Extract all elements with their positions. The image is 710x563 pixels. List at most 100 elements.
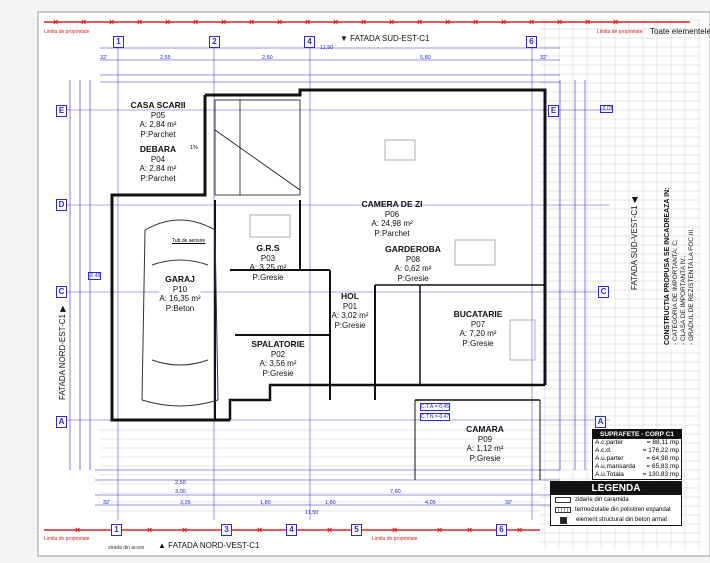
axis-bottom-5: 5 <box>351 524 362 536</box>
property-marker-icon: × <box>437 525 442 535</box>
axis-left-A: A <box>56 416 67 428</box>
room-area: A: 7,20 m² <box>459 329 497 338</box>
axis-left-C: C <box>56 286 67 298</box>
property-marker-icon: × <box>613 17 618 27</box>
dim-bottom: 3,00 <box>175 489 186 495</box>
dim-bottom: 7,60 <box>390 489 401 495</box>
legend-item: element structural din beton armat <box>551 515 681 525</box>
classification-note: CONSTRUCTIA PROPUSA SE INCADREAZA IN: - … <box>664 187 696 345</box>
room-name: G.R.S <box>256 243 280 253</box>
dim-bottom: 1,80 <box>260 500 271 506</box>
property-marker-icon: × <box>137 17 142 27</box>
room-area: A: 2,84 m² <box>139 164 177 173</box>
property-marker-icon: × <box>501 17 506 27</box>
axis-right-A: A <box>595 416 606 428</box>
facade-label-bottom: ▲ FATADA NORD-VEST-C1 <box>158 541 260 550</box>
room-name: CASA SCARII <box>130 100 186 110</box>
room-code: P04 <box>150 154 166 164</box>
row-label: A.u.mansarda <box>595 463 636 470</box>
insulation-swatch <box>555 507 571 513</box>
row-label: A.c.d. <box>595 447 612 454</box>
note-line: - CLASA DE IMPORTANTA IV.; <box>680 255 687 345</box>
property-marker-icon: × <box>305 17 310 27</box>
property-limit-label: Limita de proprietate <box>372 536 418 542</box>
legend-label: zidarie din caramida <box>575 497 629 503</box>
surfaces-row: A.c.d. = 176,22 mp <box>593 447 681 455</box>
surfaces-table: SUPRAFETE - CORP C1 A.c.parter= 88,11 mp… <box>592 429 682 480</box>
room-name: DEBARA <box>139 144 177 154</box>
room-area: A: 3,02 m² <box>331 311 369 320</box>
property-marker-icon: × <box>109 17 114 27</box>
note-line: - GRADUL DE REZISTENTA LA FOC III. <box>688 227 695 345</box>
property-marker-icon: × <box>417 17 422 27</box>
property-marker-icon: × <box>392 525 397 535</box>
room-code: P06 <box>384 209 400 219</box>
car-symbol <box>141 219 219 407</box>
dimension-lines <box>60 47 610 520</box>
legend-label: element structural din beton armat <box>576 517 668 523</box>
property-marker-icon: × <box>361 17 366 27</box>
room-code: P08 <box>405 254 421 264</box>
property-marker-icon: × <box>333 17 338 27</box>
room-code: P01 <box>342 301 358 311</box>
note-line: - CATEGORIA DE IMPORTANTA: C; <box>672 239 679 345</box>
dim-bottom: 1,80 <box>325 500 336 506</box>
property-marker-icon: × <box>81 17 86 27</box>
room-code: P10 <box>172 284 188 294</box>
room-code: P05 <box>150 110 166 120</box>
legend-item: zidarie din caramida <box>551 495 681 505</box>
row-value: = 88,11 mp <box>646 439 679 446</box>
concrete-element-swatch <box>560 516 567 524</box>
room-floor: P:Gresie <box>262 368 294 378</box>
axis-top-2: 2 <box>209 36 220 48</box>
room-area: A: 16,35 m² <box>159 294 201 303</box>
room-name: CAMARA <box>466 424 504 434</box>
property-marker-icon: × <box>517 525 522 535</box>
room-code: P03 <box>260 253 276 263</box>
room-name: SPALATORIE <box>251 339 305 349</box>
cta-tag: C.T.A.=-0,45 <box>420 403 450 411</box>
property-marker-icon: × <box>473 17 478 27</box>
axis-bottom-1: 1 <box>111 524 122 536</box>
facade-top-text: FATADA SUD-EST-C1 <box>350 34 430 43</box>
legend-label: termoizolatie din polistiren expandat <box>575 507 671 513</box>
room-name: GARDEROBA <box>385 244 441 254</box>
dim-top: 2,50 <box>262 55 273 61</box>
surfaces-row: A.u.Totala= 130,83 mp <box>593 471 681 479</box>
axis-top-4: 4 <box>304 36 315 48</box>
property-limit-label: Limita de proprietate <box>597 29 643 35</box>
ctn-tag: C.T.N.=-0,47 <box>420 413 451 421</box>
property-marker-icon: × <box>467 525 472 535</box>
axis-right-E: E <box>548 105 559 117</box>
room-area: A: 3,25 m² <box>249 263 287 272</box>
legend-title: LEGENDA <box>551 482 681 495</box>
furniture <box>249 139 536 361</box>
room-floor: P:Gresie <box>462 338 494 348</box>
dim-bottom: 3,25 <box>180 500 191 506</box>
property-marker-icon: × <box>529 17 534 27</box>
level-tag: -0,45 <box>88 272 102 280</box>
axis-left-D: D <box>56 199 67 211</box>
property-marker-icon: × <box>193 17 198 27</box>
room-name: CAMERA DE ZI <box>361 199 423 209</box>
room-floor: P:Gresie <box>252 272 284 282</box>
property-marker-icon: × <box>75 525 80 535</box>
property-marker-icon: × <box>147 525 152 535</box>
room-floor: P:Parchet <box>140 173 176 183</box>
axis-top-6: 6 <box>526 36 537 48</box>
facade-label-right: FATADA SUD-VEST-C1 ◀ <box>630 197 639 290</box>
dim-top: 5,80 <box>420 55 431 61</box>
property-limit-label: Limita de proprietate <box>44 536 90 542</box>
dim-bottom: 32' <box>505 500 513 506</box>
note-title: CONSTRUCTIA PROPUSA SE INCADREAZA IN: <box>664 187 671 345</box>
legend-item: termoizolatie din polistiren expandat <box>551 505 681 515</box>
room-code: P09 <box>477 434 493 444</box>
room-code: P07 <box>470 319 486 329</box>
row-value: = 176,22 mp <box>642 447 679 454</box>
